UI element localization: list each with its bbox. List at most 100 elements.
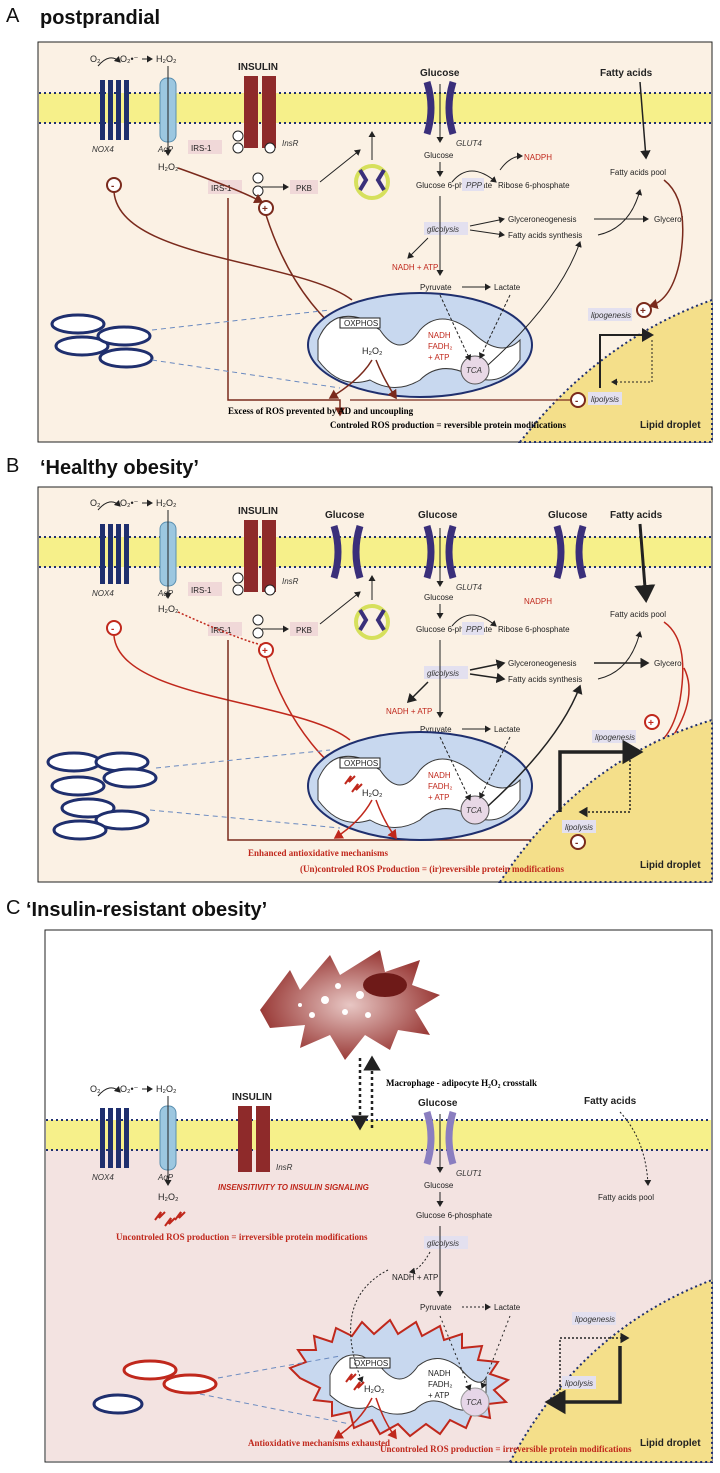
insr-right-a — [262, 76, 276, 148]
lipid-droplet-label-c: Lipid droplet — [640, 1438, 701, 1449]
fa-pool-label-c: Fatty acids pool — [598, 1193, 654, 1202]
irs1-mid-box-a — [208, 180, 242, 194]
nox4-label-b: NOX4 — [92, 589, 114, 598]
pyruvate-label-c: Pyruvate — [420, 1303, 452, 1312]
glicolysis-label-c: glicolysis — [427, 1239, 459, 1248]
lipogenesis-label-c: lipogenesis — [575, 1315, 615, 1324]
ppp-label-b: PPP — [466, 625, 483, 634]
o2-label-b: O₂ — [90, 498, 101, 508]
crosstalk-label-c: Macrophage - adipocyte H₂O₂ crosstalk — [386, 1078, 537, 1088]
oxphos-label-c: OXPHOS — [354, 1359, 388, 1368]
superoxide-label-b: O₂•⁻ — [120, 498, 139, 508]
membrane-b — [39, 537, 711, 567]
panel-a-title: postprandial — [40, 7, 160, 29]
glut4-label-b: GLUT4 — [456, 583, 482, 592]
nox4-label-c: NOX4 — [92, 1173, 114, 1182]
glut4-label-a: GLUT4 — [456, 139, 482, 148]
fa-top-label-a: Fatty acids — [600, 68, 653, 79]
mito-cluster-a — [50, 313, 154, 369]
insensitivity-label-c: INSENSITIVITY TO INSULIN SIGNALING — [218, 1183, 369, 1192]
svg-text:+: + — [262, 204, 268, 215]
irs1-top-box-a — [188, 140, 222, 154]
panel-c-title: ‘Insulin-resistant obesity’ — [26, 899, 267, 921]
insr-left-c — [238, 1106, 252, 1172]
ppp-label-a: PPP — [466, 181, 483, 190]
fadh2-label-a: FADH₂ — [428, 342, 452, 351]
glucose2-label-b: Glucose — [418, 510, 458, 521]
membrane-c — [46, 1120, 711, 1150]
h2o2-top-label-c: H₂O₂ — [156, 1084, 177, 1094]
fas-label-b: Fatty acids synthesis — [508, 675, 582, 684]
macrophage-nucleus — [363, 973, 407, 997]
lactate-label-c: Lactate — [494, 1303, 521, 1312]
tca-label-c: TCA — [466, 1398, 482, 1407]
oxphos-label-a: OXPHOS — [344, 319, 378, 328]
glycerol-label-a: Glycerol — [654, 215, 684, 224]
lipolysis-label-c: lipolysis — [565, 1379, 593, 1388]
ribose-label-b: Ribose 6-phosphate — [498, 625, 570, 634]
glicolysis-label-a: glicolysis — [427, 225, 459, 234]
unctrl-bottom-label-c: Uncontroled ROS production = irreversibl… — [380, 1444, 632, 1454]
glut1-left-c — [423, 1110, 435, 1166]
mito-cluster-c — [92, 1359, 218, 1415]
nadph-label-b: NADPH — [524, 597, 552, 606]
glucose-in-label-a: Glucose — [424, 151, 454, 160]
ros-bolts-c-left — [154, 1211, 186, 1227]
h2o2-mid-label-b: H₂O₂ — [158, 604, 179, 614]
svg-text:-: - — [111, 181, 114, 192]
svg-text:-: - — [111, 624, 114, 635]
pkb-box-a — [290, 180, 318, 194]
panel-a: A postprandial NOX4 AqP O₂ O₂•⁻ H₂O₂ H₂O… — [6, 5, 713, 443]
exhausted-label-c: Antioxidative mechanisms exhausted — [248, 1438, 390, 1448]
pyruvate-label-b: Pyruvate — [420, 725, 452, 734]
unctrl-left-label-c: Uncontroled ROS production = irreversibl… — [116, 1232, 368, 1242]
lipid-droplet-label-a: Lipid droplet — [640, 420, 701, 431]
ros-bolts-c-mito — [345, 1373, 365, 1391]
ribose-label-a: Ribose 6-phosphate — [498, 181, 570, 190]
insr-right-b — [262, 520, 276, 592]
insr-label-b: InsR — [282, 577, 299, 586]
nadh-mito-label-b: NADH — [428, 771, 451, 780]
insr-left-b — [244, 520, 258, 592]
superoxide-label-a: O₂•⁻ — [120, 54, 139, 64]
svg-text:+: + — [648, 718, 654, 729]
svg-text:+: + — [262, 646, 268, 657]
h2o2-mito-label-b: H₂O₂ — [362, 788, 383, 798]
fa-pool-label-b: Fatty acids pool — [610, 610, 666, 619]
insr-left-a — [244, 76, 258, 148]
g6p-label-c: Glucose 6-phosphate — [416, 1211, 493, 1220]
nox4-label-a: NOX4 — [92, 145, 114, 154]
atp-mito-label-c: + ATP — [428, 1391, 449, 1400]
nox4-channel-c — [100, 1108, 129, 1168]
enhanced-label-b: Enhanced antioxidative mechanisms — [248, 848, 389, 858]
lipogenesis-label-b: lipogenesis — [595, 733, 635, 742]
lipolysis-label-b: lipolysis — [565, 823, 593, 832]
panel-b: B ‘Healthy obesity’ NOX4 AqP O₂ O₂•⁻ H₂O… — [6, 455, 713, 883]
nadh-mito-label-a: NADH — [428, 331, 451, 340]
pkb-label-a: PKB — [296, 184, 312, 193]
h2o2-top-label-a: H₂O₂ — [156, 54, 177, 64]
membrane-a — [39, 93, 711, 123]
lipid-droplet-a — [517, 298, 713, 443]
lactate-label-b: Lactate — [494, 725, 521, 734]
pkb-label-b: PKB — [296, 626, 312, 635]
lipolysis-label-a: lipolysis — [591, 395, 619, 404]
lipid-droplet-label-b: Lipid droplet — [640, 860, 701, 871]
atp-mito-label-a: + ATP — [428, 353, 449, 362]
fa-top-label-b: Fatty acids — [610, 510, 663, 521]
insulin-label-b: INSULIN — [238, 506, 278, 517]
unctrl-label-b: (Un)controled ROS Production = (ir)rever… — [300, 864, 564, 874]
svg-text:+: + — [640, 306, 646, 317]
ros-prevented-label-a: Excess of ROS prevented by AD and uncoup… — [228, 406, 414, 416]
nadph-label-a: NADPH — [524, 153, 552, 162]
glut4-right-a — [445, 80, 457, 136]
macrophage-vesicles — [298, 983, 371, 1018]
nox4-channel-a — [100, 80, 129, 140]
fas-label-a: Fatty acids synthesis — [508, 231, 582, 240]
panel-c-letter: C — [6, 897, 20, 919]
tca-label-b: TCA — [466, 806, 482, 815]
glut1-right-c — [445, 1110, 457, 1166]
irs1-top-label-a: IRS-1 — [191, 144, 212, 153]
panel-c: C ‘Insulin-resistant obesity’ Macrophage… — [6, 897, 713, 1463]
phospho-circles-a — [232, 130, 276, 197]
